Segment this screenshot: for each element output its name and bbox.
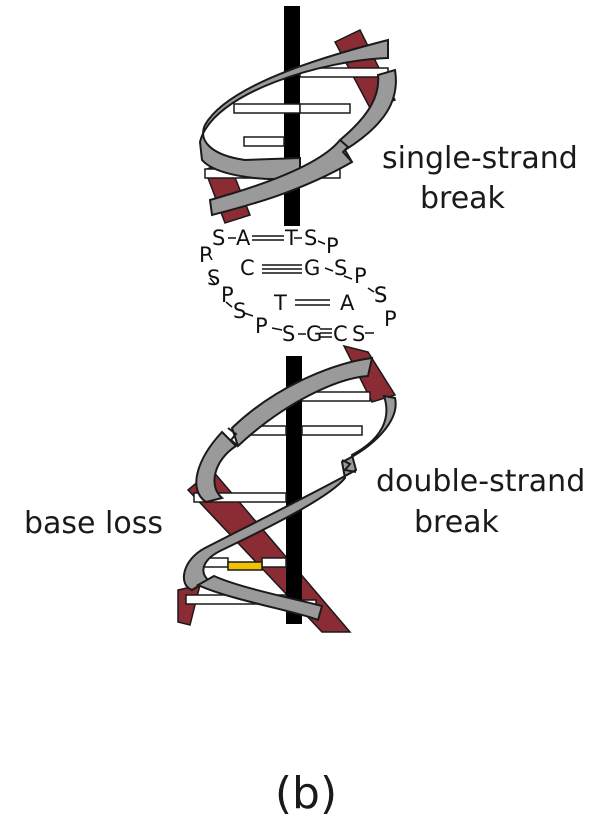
phosphate-label: P xyxy=(199,243,212,267)
upper-helix xyxy=(200,6,396,226)
missing-base-marker xyxy=(228,562,262,570)
double-strand-break-label-line2: break xyxy=(414,505,500,540)
phosphate-label: P xyxy=(221,283,234,307)
lower-back-strand-tip xyxy=(178,585,200,625)
base-loss-label: base loss xyxy=(24,506,163,541)
sugar-label: S xyxy=(304,226,317,250)
sugar-label: S xyxy=(233,299,246,323)
phosphate-label: P xyxy=(354,264,367,288)
base-g-label: G xyxy=(306,322,322,346)
single-strand-break-label-line2: break xyxy=(420,181,506,216)
base-c-label: C xyxy=(333,322,348,346)
phosphate-label: P xyxy=(255,314,268,338)
sugar-label: S xyxy=(374,283,387,307)
sugar-label: S xyxy=(282,322,295,346)
base-a-label: A xyxy=(340,291,355,315)
sugar-label: S xyxy=(212,226,225,250)
panel-label: (b) xyxy=(275,768,337,819)
lower-helix xyxy=(178,346,396,632)
sugar-label: S xyxy=(334,256,347,280)
base-g-label: G xyxy=(304,256,320,280)
base-t-label: T xyxy=(273,291,287,315)
sugar-label: S xyxy=(352,322,365,346)
chemical-structure: S A T S P P S C G S P S P S T A S P S G … xyxy=(199,226,397,346)
double-strand-break-label-line1: double-strand xyxy=(376,464,585,499)
base-a-label: A xyxy=(236,226,251,250)
sugar-label: S xyxy=(207,266,220,290)
phosphate-label: P xyxy=(326,234,339,258)
base-c-label: C xyxy=(240,256,255,280)
base-t-label: T xyxy=(284,226,298,250)
single-strand-break-label-line1: single-strand xyxy=(382,141,578,176)
phosphate-label: P xyxy=(384,307,397,331)
